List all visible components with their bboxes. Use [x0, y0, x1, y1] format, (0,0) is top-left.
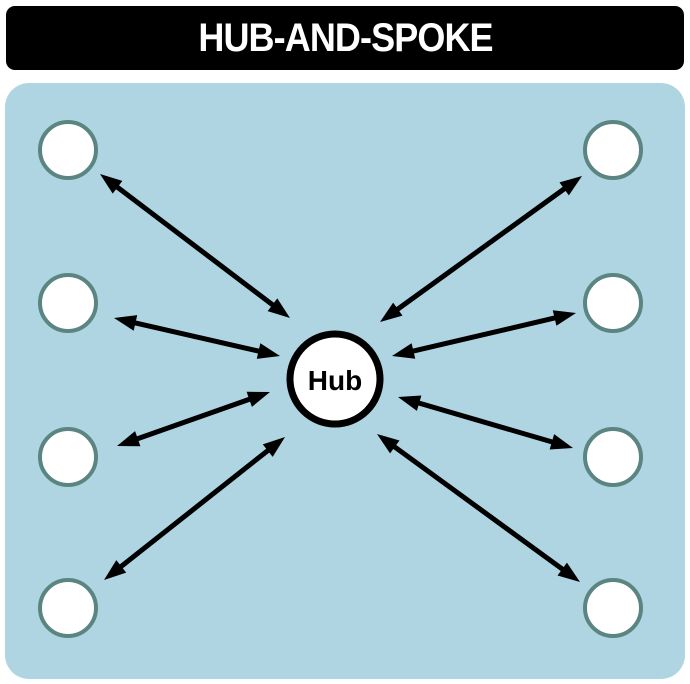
spoke-node-right-3 [583, 427, 643, 487]
spoke-node-left-4 [38, 578, 98, 638]
arrowhead [117, 431, 141, 447]
arrowhead [559, 176, 582, 196]
spoke-node-right-2 [583, 273, 643, 333]
arrowhead [114, 315, 138, 331]
spoke-arrow-left-4 [116, 446, 273, 571]
arrowhead [398, 395, 422, 411]
spoke-arrow-left-3 [133, 395, 254, 443]
arrowhead [552, 310, 576, 326]
spoke-arrow-right-3 [414, 399, 557, 446]
spoke-arrow-left-1 [112, 182, 278, 310]
spoke-node-right-1 [583, 120, 643, 180]
title-bar: HUB-AND-SPOKE [6, 6, 684, 70]
spoke-arrow-right-4 [390, 442, 567, 574]
arrowhead [246, 391, 270, 407]
spoke-arrow-right-2 [408, 314, 560, 355]
arrowhead [104, 560, 127, 580]
spoke-node-left-2 [38, 273, 98, 333]
hub-label: Hub [308, 365, 362, 396]
spoke-nodes [38, 120, 643, 638]
spoke-arrows [100, 174, 582, 582]
spoke-node-right-4 [583, 578, 643, 638]
arrowhead [392, 343, 416, 359]
arrowhead [262, 437, 285, 457]
diagram-title: HUB-AND-SPOKE [197, 15, 493, 60]
hub-circle [286, 330, 384, 428]
spoke-node-left-3 [38, 427, 98, 487]
spoke-node-left-1 [38, 120, 98, 180]
arrowhead [557, 562, 580, 582]
arrowhead [380, 302, 403, 322]
arrowhead [256, 343, 280, 359]
hub-node: Hub [286, 330, 384, 428]
arrowhead [549, 434, 573, 450]
arrowhead [267, 298, 290, 318]
spoke-arrow-right-1 [393, 184, 569, 314]
arrowhead [100, 174, 123, 194]
arrowhead [377, 434, 400, 454]
spoke-arrow-left-2 [130, 319, 264, 355]
